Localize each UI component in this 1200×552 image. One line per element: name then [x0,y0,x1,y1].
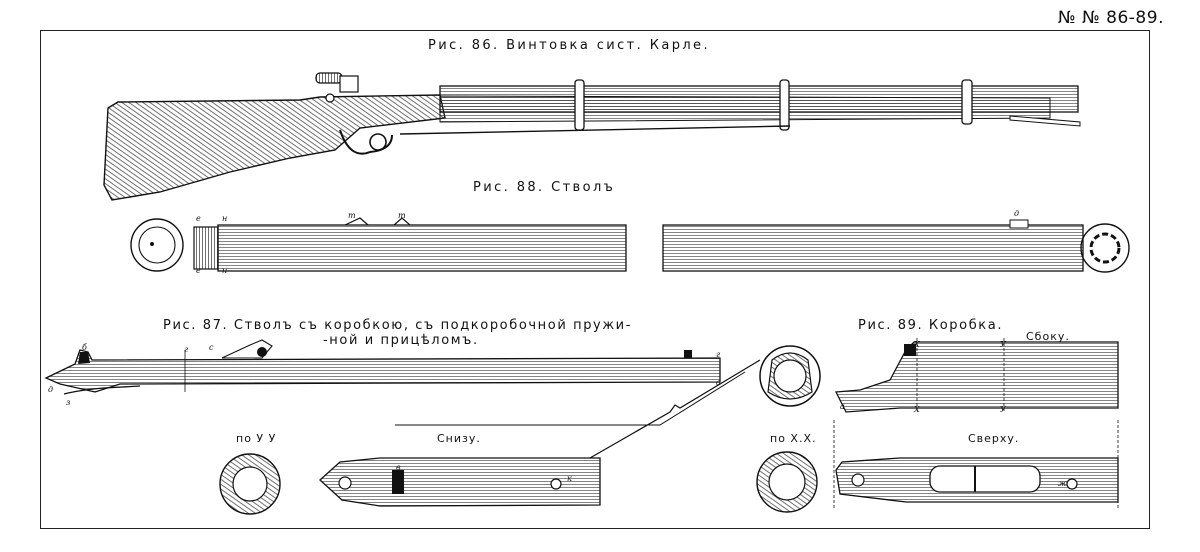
letter-y-bottom: У [1000,405,1006,414]
section-xx-label: по Х.Х. [770,432,817,445]
leader-line-87 [395,371,746,426]
rifle-ramrod [399,125,791,135]
bottom-view-drawing [319,457,601,507]
rifle-stock [103,94,446,201]
barrel-bore-mark [150,242,154,246]
rifle-forestock [439,95,1051,123]
rifle-band-1 [574,79,585,131]
bottom-view-block [392,470,404,494]
letter-g-fig87: г [184,345,189,354]
side-view-label: Сбоку. [1026,330,1070,343]
section-yy-label: по У У [236,432,277,445]
receiver-top-slot [929,465,1041,493]
fig87-sight-pivot [257,347,267,357]
barrel-drawing [130,217,1130,273]
fig89-caption: Рис. 89. Коробка. [858,318,1004,333]
letter-e-top: е [196,214,201,223]
letter-b-fig87: б [82,343,87,352]
fig87-caption-line2: -ной и прицѣломъ. [323,333,479,348]
receiver-top-hole-right [1066,478,1078,490]
section-yy-bore [232,466,268,502]
barrel-lug [344,217,411,226]
section-yy-drawing [219,453,281,515]
rifle-band-2 [779,79,790,131]
bottom-view-label: Снизу. [437,432,481,445]
leader-line-bottom [589,359,761,459]
barrel-receiver-drawing [44,339,721,395]
fig87-receiver-spring [63,385,141,395]
fig87-caption-line1: Рис. 87. Стволъ съ коробкою, съ подкороб… [163,318,633,333]
letter-m-left: т [348,211,356,220]
bottom-view-hole-left [338,476,352,490]
letter-e-bottom: е [196,266,201,275]
barrel-front-sight [1009,219,1029,229]
section-xx-bore [768,463,806,501]
rifle-bayonet-stud [1009,115,1081,127]
letter-z-fig87: з [66,398,71,407]
fig87-rear-sight [78,352,90,364]
rifle-trigger [369,133,387,151]
receiver-side-view [834,341,1119,413]
letter-c-fig87: с [209,343,214,352]
barrel-threads [193,226,219,270]
barrel-muzzle-end-view [1080,223,1130,273]
receiver-end-view [759,345,821,407]
rifle-bolt-handle [315,72,343,84]
rifle-bolt-head [339,75,359,93]
plate-frame [40,30,1150,529]
letter-m-right: т [398,211,406,220]
letter-n-top: н [222,214,228,223]
barrel-bore-circle [138,226,176,264]
receiver-side-lug [904,344,916,356]
plate-number: № № 86-89. [1058,8,1164,28]
barrel-rifling [1089,232,1121,264]
rifle-cock-knob [325,93,335,103]
letter-d-sight: д [1014,209,1020,218]
top-view-label: Сверху. [968,432,1020,445]
barrel-front-segment [662,224,1084,272]
rifle-trigger-guard [339,129,393,155]
letter-d-fig87: д [48,385,54,394]
bottom-view-body [319,457,601,507]
receiver-end-bore [773,359,807,393]
fig88-caption: Рис. 88. Стволъ [473,180,616,195]
barrel-breech-end-view [130,218,184,272]
fig87-barrel-body [44,349,721,393]
rifle-band-3 [961,79,973,125]
fig86-caption: Рис. 86. Винтовка сист. Карле. [428,38,710,53]
rifle-drawing [103,72,1081,201]
letter-a-fig89: а [840,402,845,411]
bottom-view-hole-right [550,478,562,490]
section-xx-drawing [756,451,818,513]
letter-g-muzzle: г [716,350,721,359]
receiver-top-hole-left [851,473,865,487]
barrel-rear-segment [217,224,627,272]
receiver-drawing [759,338,1119,510]
fig87-front-sight [684,350,692,358]
